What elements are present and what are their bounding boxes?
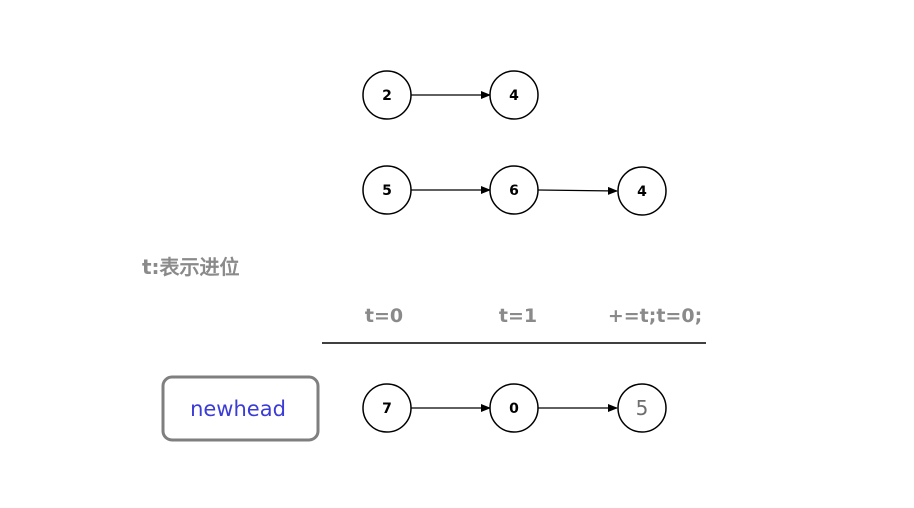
- result-node-1: 7: [362, 383, 412, 433]
- node-value: 5: [636, 396, 649, 420]
- carry-label-3: +=t;t=0;: [608, 305, 702, 327]
- carry-label-2: t=1: [499, 305, 537, 327]
- list-2-node-1: 5: [362, 165, 412, 215]
- node-value: 7: [382, 401, 392, 417]
- node-value: 5: [382, 183, 392, 199]
- carry-note: t:表示进位: [142, 255, 240, 279]
- list-1-node-1: 2: [362, 70, 412, 120]
- carry-label-1: t=0: [365, 305, 403, 327]
- newhead-box: newhead: [161, 375, 320, 442]
- list-1-node-2: 4: [489, 70, 539, 120]
- result-node-2: 0: [489, 383, 539, 433]
- result-list: 7 0 5: [362, 383, 667, 433]
- newhead-label: newhead: [190, 397, 286, 421]
- list-2-node-3: 4: [617, 166, 667, 216]
- node-value: 6: [509, 183, 519, 199]
- node-value: 4: [509, 88, 519, 104]
- list-2-node-2: 6: [489, 165, 539, 215]
- list-2-arrow-2: [537, 186, 618, 195]
- node-value: 2: [382, 88, 392, 104]
- list-2: 5 6 4: [362, 165, 667, 216]
- result-node-3: 5: [617, 383, 667, 433]
- node-value: 0: [509, 401, 519, 417]
- node-value: 4: [637, 184, 647, 200]
- list-1: 2 4: [362, 70, 539, 120]
